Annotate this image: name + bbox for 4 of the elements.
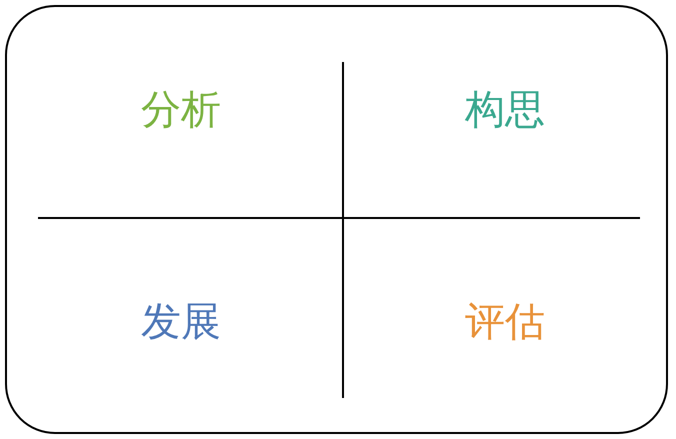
quadrant-label: 发展: [141, 302, 221, 342]
quadrant-label: 构思: [465, 90, 545, 130]
quadrant-label: 分析: [141, 90, 221, 130]
quadrant-label: 评估: [465, 302, 545, 342]
